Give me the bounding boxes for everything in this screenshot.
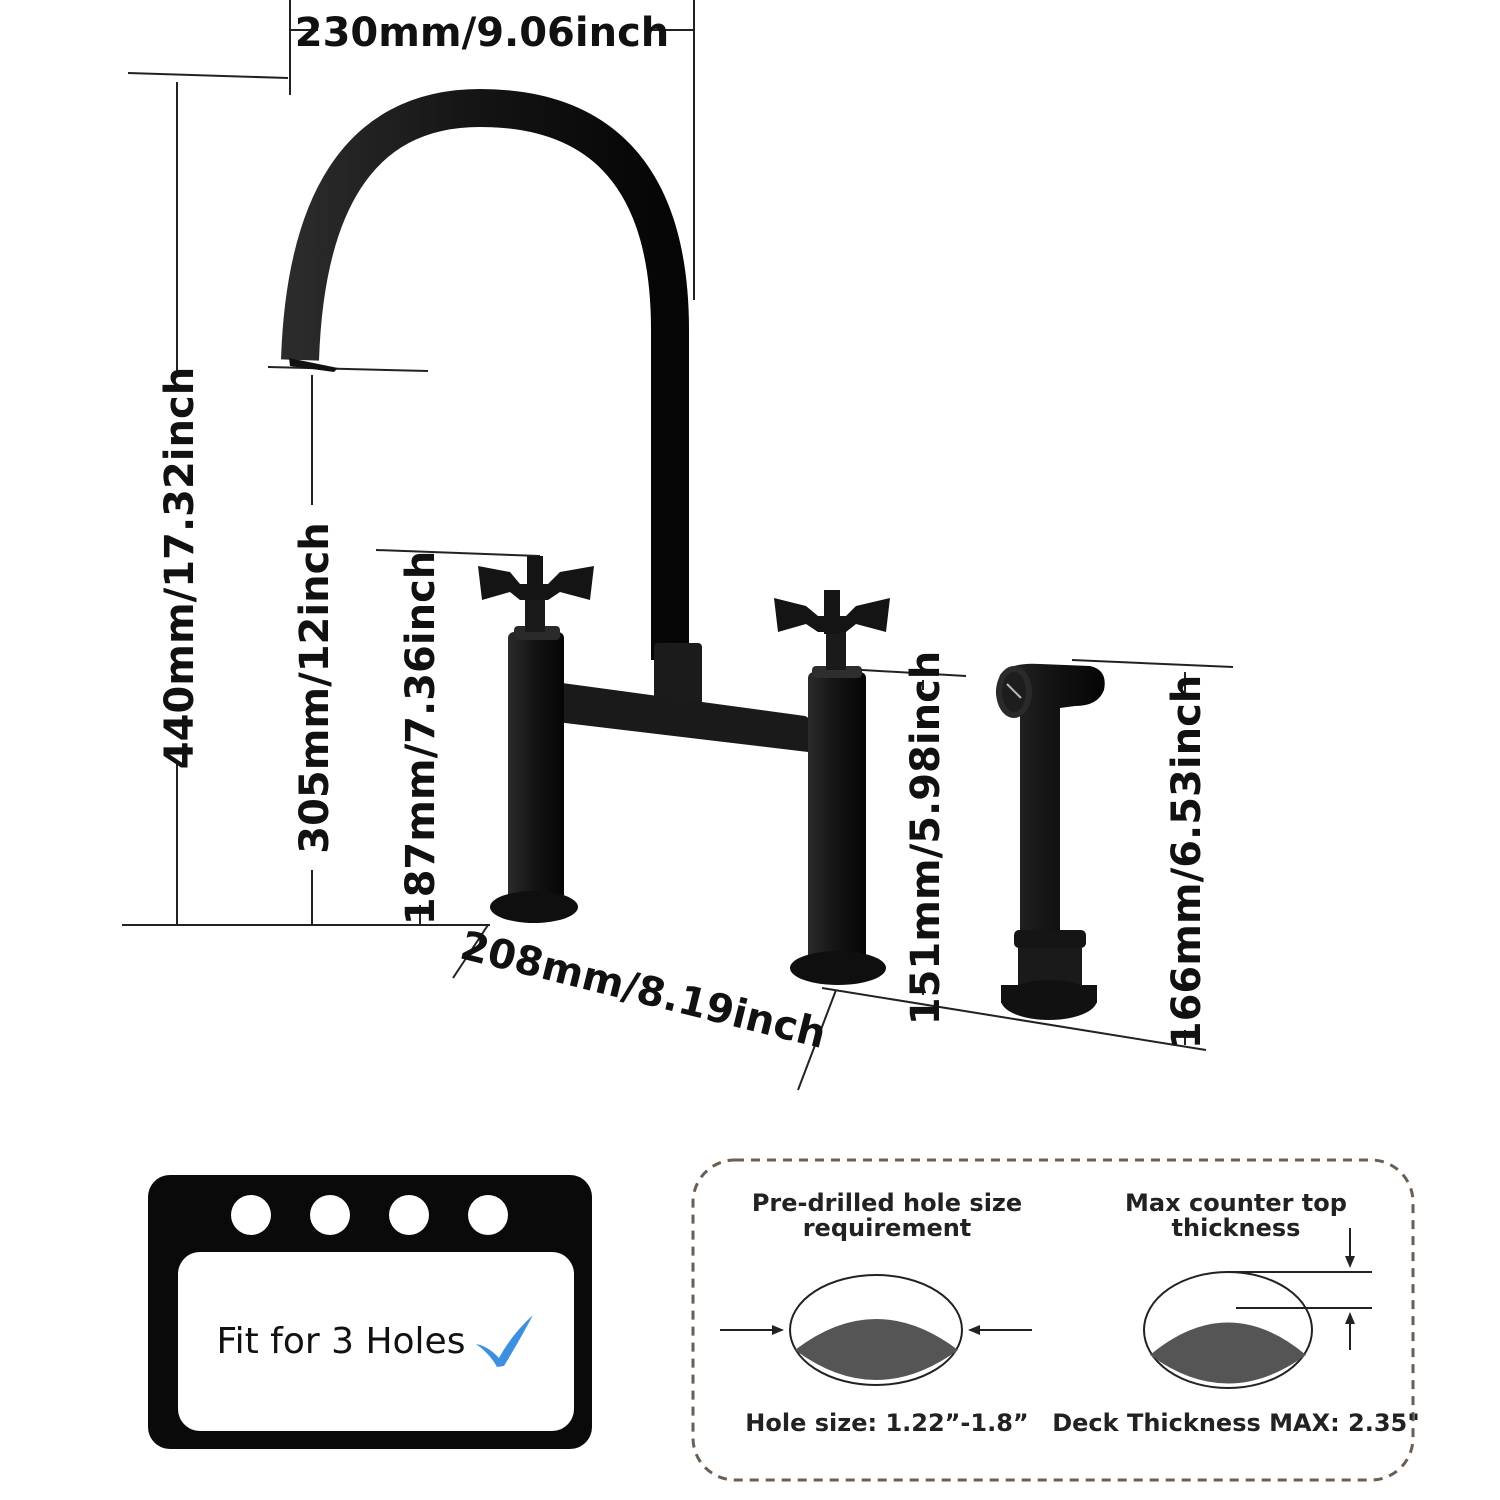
dashed-border bbox=[691, 1158, 1415, 1482]
deck-thickness-label: Deck Thickness MAX: 2.35" bbox=[1052, 1409, 1420, 1437]
left-base bbox=[490, 891, 578, 923]
sprayer-height-label: 166mm/6.53inch bbox=[1164, 675, 1210, 1050]
deck-title-2: thickness bbox=[1172, 1214, 1301, 1242]
right-column bbox=[808, 672, 866, 962]
spout bbox=[281, 88, 689, 660]
hole-circle bbox=[310, 1195, 350, 1235]
spread-label: 208mm/8.19inch bbox=[456, 923, 831, 1058]
hole-diagram bbox=[720, 1274, 1032, 1386]
hole-size-label: Hole size: 1.22”-1.8” bbox=[745, 1409, 1028, 1437]
total-height-label: 440mm/17.32inch bbox=[157, 367, 203, 769]
hole-requirement-title-2: requirement bbox=[803, 1214, 972, 1242]
fit-label: Fit for 3 Holes bbox=[216, 1321, 466, 1362]
deck-diagram bbox=[1143, 1228, 1372, 1389]
hole-circle bbox=[231, 1195, 271, 1235]
left-handle bbox=[478, 566, 594, 600]
body-height-label: 151mm/5.98inch bbox=[903, 651, 949, 1026]
requirements-panel: Pre-drilled hole size requirement Hole s… bbox=[691, 1158, 1420, 1482]
spout-collar bbox=[654, 643, 702, 713]
right-handle bbox=[774, 598, 890, 632]
hole-requirement-title-1: Pre-drilled hole size bbox=[752, 1189, 1022, 1217]
bridge-bar bbox=[522, 680, 813, 752]
hole-circle bbox=[389, 1195, 429, 1235]
hole-circle bbox=[468, 1195, 508, 1235]
handle-height-label: 187mm/7.36inch bbox=[398, 551, 444, 926]
spout-height-label: 305mm/12inch bbox=[292, 522, 338, 854]
right-base bbox=[790, 951, 886, 985]
side-sprayer bbox=[995, 663, 1105, 1020]
left-column bbox=[508, 632, 564, 910]
spout-tip bbox=[289, 358, 338, 372]
deck-title-1: Max counter top bbox=[1125, 1189, 1347, 1217]
faucet bbox=[281, 88, 1105, 1020]
fit-label-box: Fit for 3 Holes bbox=[178, 1252, 574, 1431]
dimension-lines bbox=[122, 0, 1234, 1091]
spout-reach-label: 230mm/9.06inch bbox=[295, 10, 670, 56]
